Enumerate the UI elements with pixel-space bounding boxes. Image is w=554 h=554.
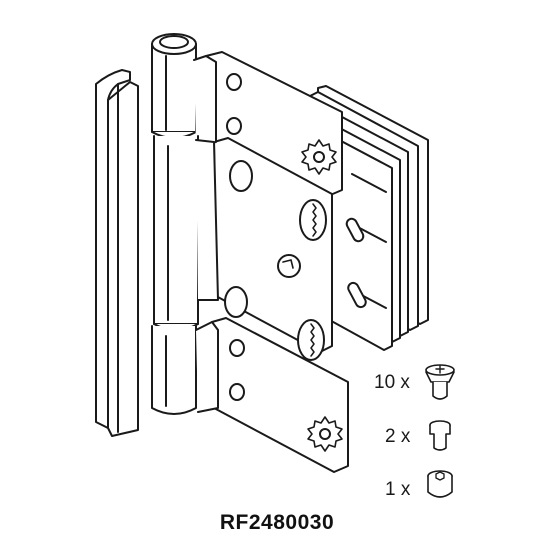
screw-quantity-label: 10 x (374, 372, 410, 393)
hex-socket-bolt-icon (427, 470, 453, 498)
hinge-barrel (151, 33, 219, 415)
cover-strip (95, 69, 139, 437)
bolt-quantity-label: 1 x (385, 479, 411, 500)
pin-sleeve-icon (429, 420, 451, 451)
pin-quantity-label: 2 x (385, 426, 411, 447)
product-code: RF2480030 (219, 511, 335, 534)
countersunk-screw-icon (425, 364, 455, 400)
middle-hinge-leaf (213, 137, 333, 361)
upper-hinge-leaf (205, 51, 343, 197)
